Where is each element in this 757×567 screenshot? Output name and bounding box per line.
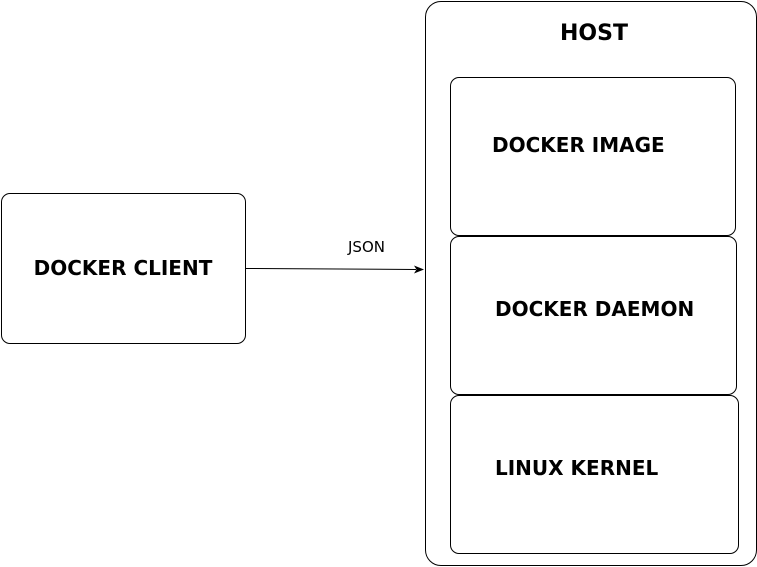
- connector-line: [245, 268, 417, 270]
- docker-image-label: DOCKER IMAGE: [492, 133, 665, 157]
- docker-daemon-label: DOCKER DAEMON: [495, 297, 695, 321]
- arrowhead-icon: [414, 265, 424, 274]
- docker-client-node: [1, 193, 246, 344]
- host-label: HOST: [560, 21, 628, 46]
- docker-daemon-layer: [450, 236, 737, 395]
- docker-client-label: DOCKER CLIENT: [33, 256, 213, 280]
- linux-kernel-label: LINUX KERNEL: [495, 456, 659, 480]
- linux-kernel-layer: [450, 395, 739, 554]
- docker-image-layer: [450, 77, 736, 236]
- json-connection-label: JSON: [348, 238, 385, 256]
